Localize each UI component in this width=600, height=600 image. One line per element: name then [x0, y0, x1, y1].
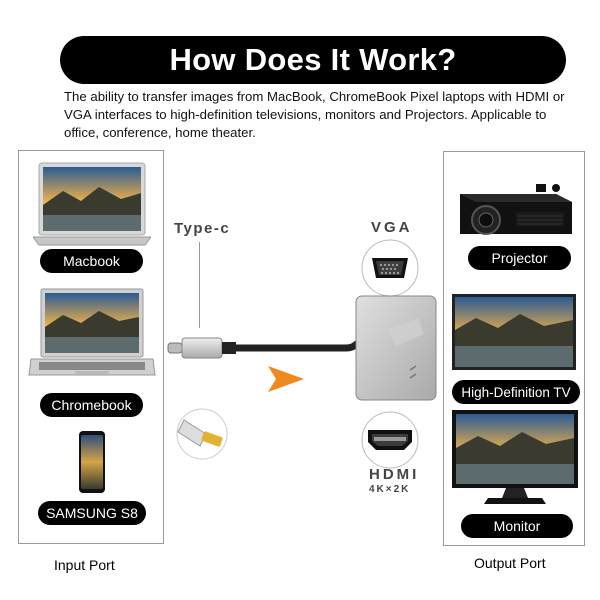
projector-icon — [460, 184, 572, 235]
device-label-text: Monitor — [493, 518, 541, 534]
type-c-label: Type-c — [174, 220, 231, 237]
device-label-projector: Projector — [468, 246, 571, 270]
chromebook-laptop-icon — [28, 288, 156, 376]
monitor-icon — [452, 410, 578, 504]
device-label-text: SAMSUNG S8 — [46, 505, 138, 521]
page-title-text: How Does It Work? — [169, 42, 457, 77]
page-title: How Does It Work? — [60, 36, 566, 84]
input-devices-panel: Macbook Chromebook — [18, 150, 164, 544]
arrow-right-icon — [268, 366, 304, 392]
vga-label: VGA — [371, 219, 413, 236]
device-label-macbook: Macbook — [40, 249, 143, 273]
device-label-chromebook: Chromebook — [40, 393, 143, 417]
device-label-samsung-s8: SAMSUNG S8 — [38, 501, 146, 525]
device-label-text: Macbook — [63, 253, 120, 269]
device-label-monitor: Monitor — [461, 514, 573, 538]
description-text: The ability to transfer images from MacB… — [64, 89, 565, 140]
phone-icon — [79, 431, 105, 493]
device-label-text: Chromebook — [51, 397, 132, 413]
hdmi-port-icon — [361, 411, 419, 469]
hdmi-resolution-label: 4K×2K — [369, 484, 411, 495]
output-devices-panel: Projector High-Definition TV — [443, 151, 585, 546]
input-port-label: Input Port — [54, 557, 115, 573]
type-c-pointer-line — [199, 242, 200, 328]
macbook-laptop-icon — [33, 162, 151, 246]
usb-c-adapter-icon — [167, 295, 437, 401]
vga-port-icon — [361, 239, 419, 297]
output-port-label: Output Port — [474, 555, 546, 571]
tv-icon — [452, 294, 576, 370]
device-label-text: High-Definition TV — [461, 384, 571, 400]
type-c-plug-closeup-icon — [176, 408, 228, 460]
device-label-text: Projector — [491, 250, 548, 266]
hdmi-label: HDMI — [369, 466, 420, 483]
device-label-hd-tv: High-Definition TV — [452, 380, 580, 404]
